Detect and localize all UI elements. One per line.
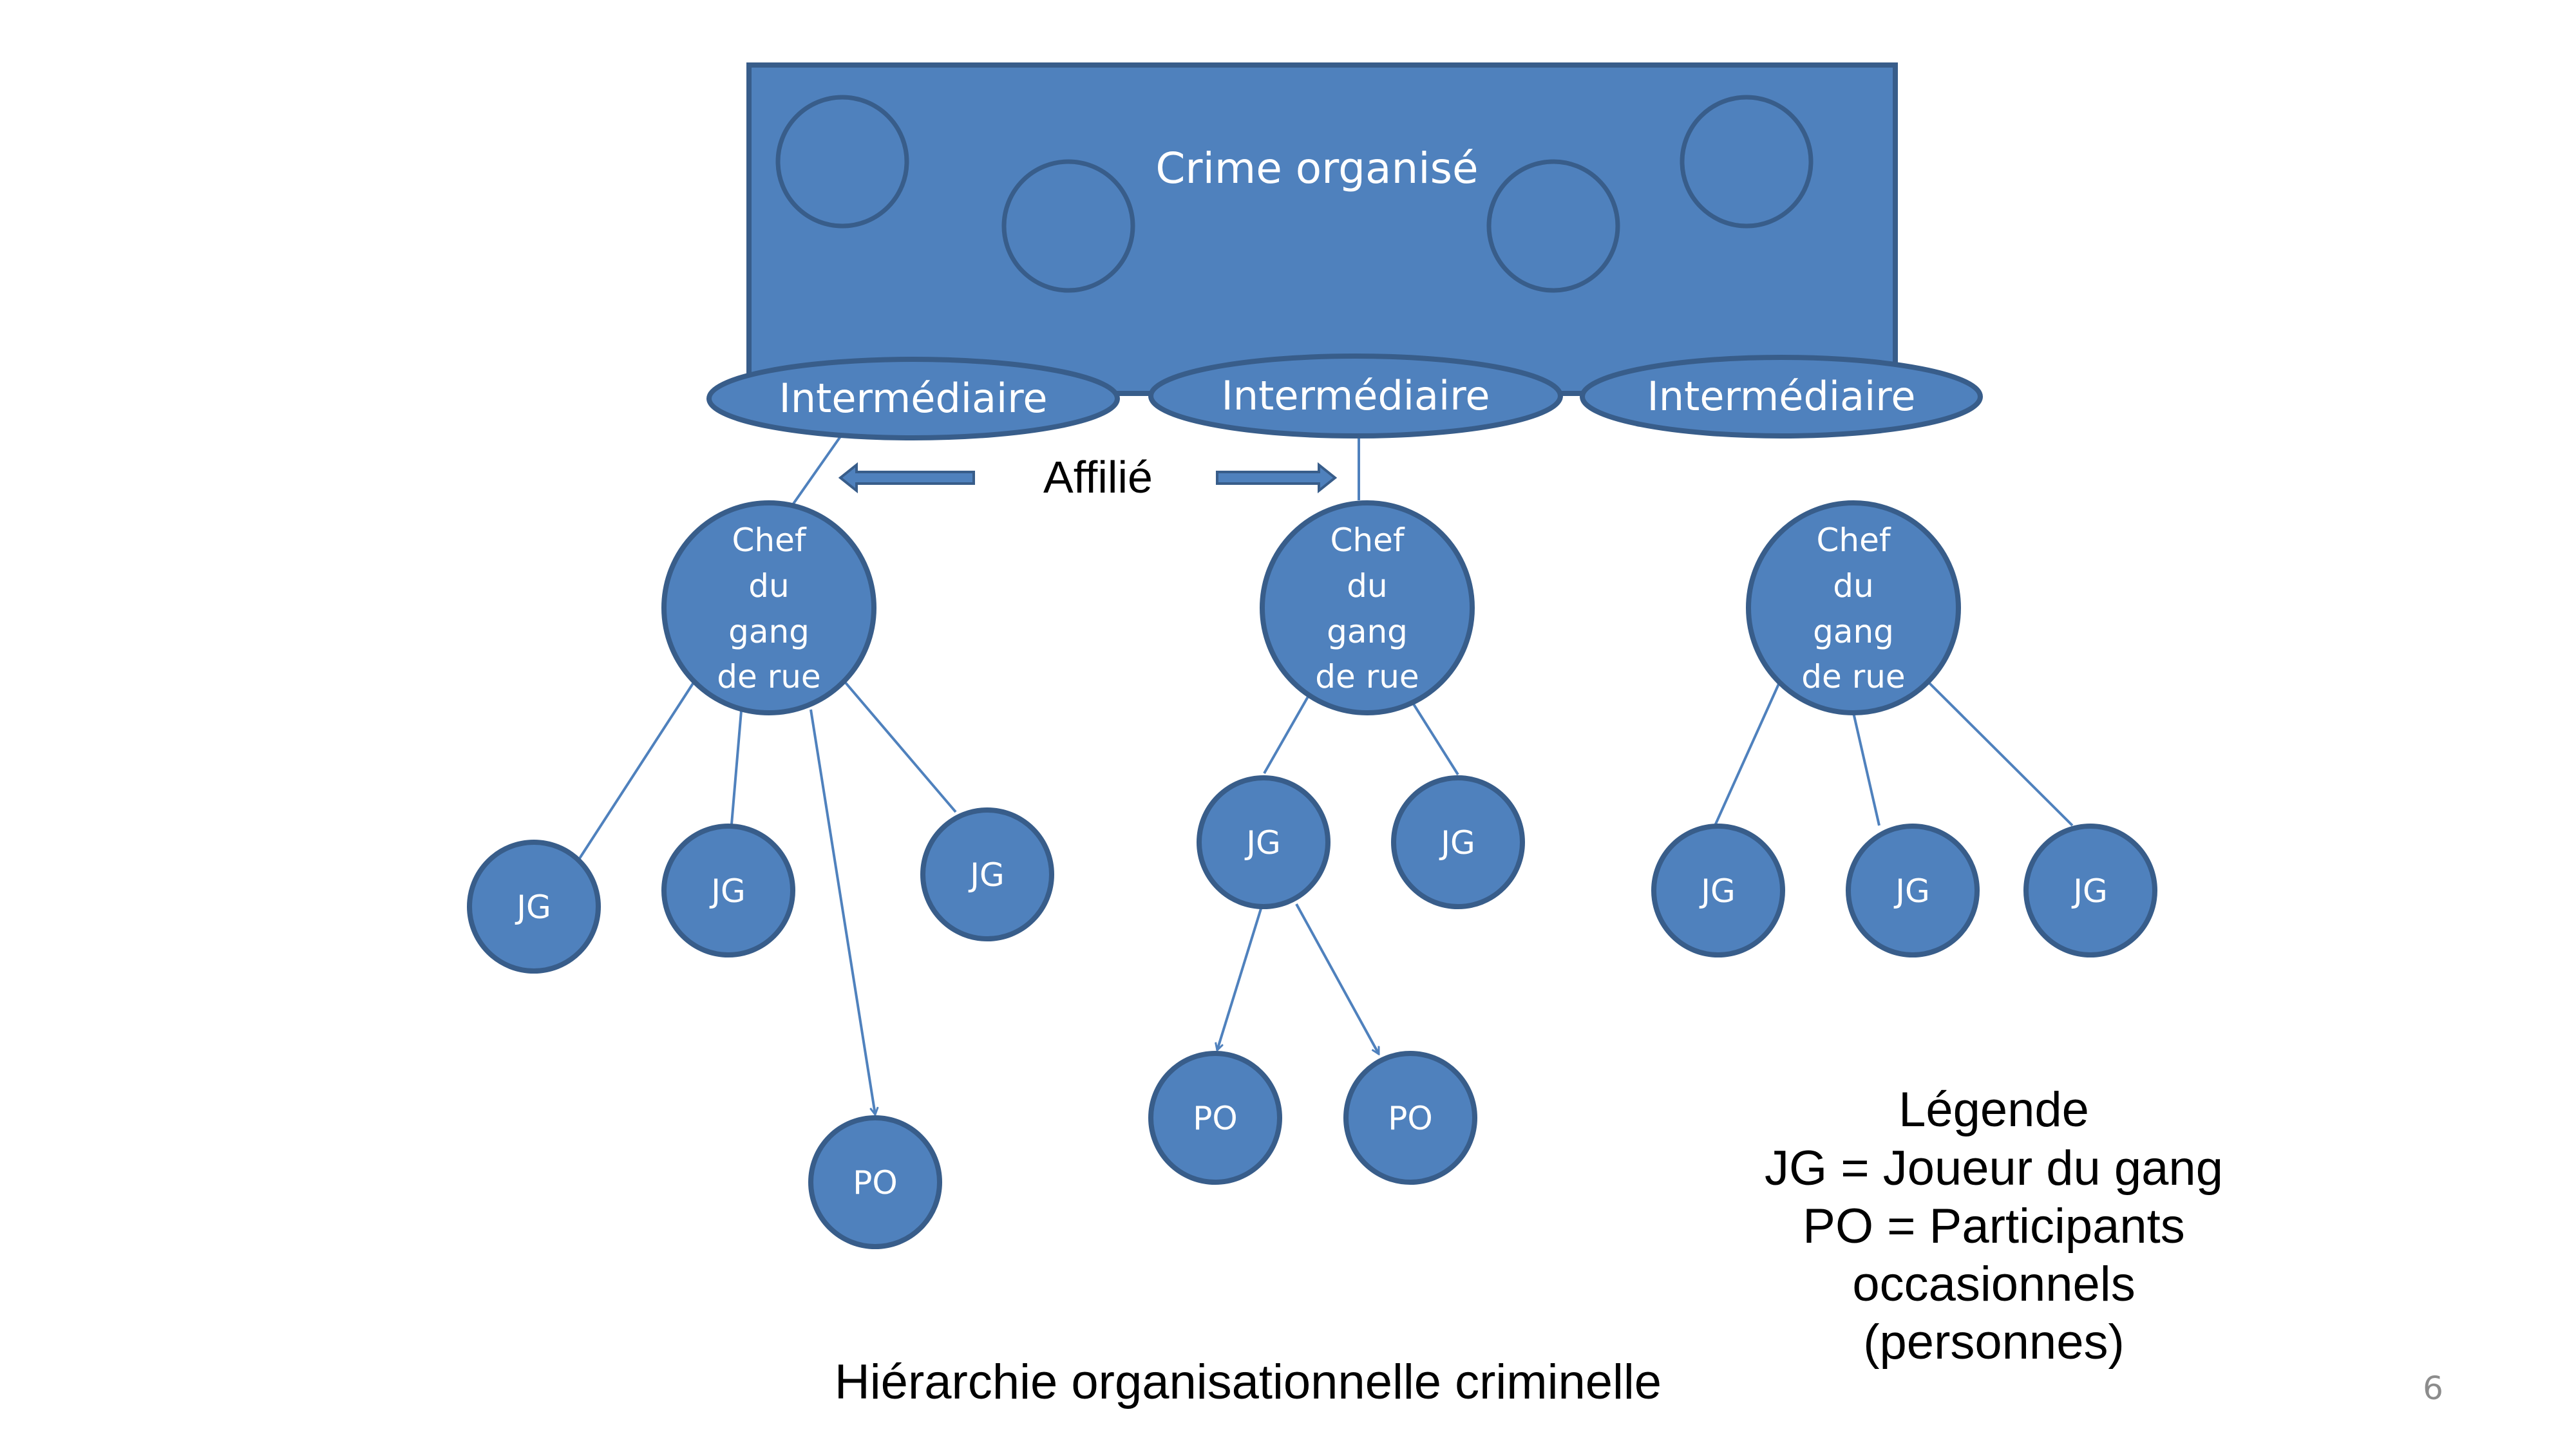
po-node: PO <box>1148 1051 1282 1185</box>
intermediary-1: Intermédiaire <box>706 357 1120 440</box>
jg-node: JG <box>1846 824 1980 957</box>
jg-label: JG <box>968 856 1005 894</box>
link-chief1-jg3 <box>843 680 957 813</box>
chief-label-line: de rue <box>1315 658 1419 695</box>
jg-label: JG <box>1699 872 1736 910</box>
legend-line: JG = Joueur du gang <box>1765 1141 2223 1196</box>
gang-chief-3: Chef du gang de rue <box>1746 500 1961 715</box>
chief-label-line: du <box>1347 567 1387 605</box>
po-node: PO <box>1343 1051 1477 1185</box>
jg-node: JG <box>661 824 795 957</box>
chief-label-line: du <box>1833 567 1873 605</box>
link-intermediary-chief-1 <box>791 435 842 507</box>
jg-node: JG <box>1651 824 1785 957</box>
link-chief3-jg2 <box>1852 712 1880 826</box>
jg-label: JG <box>1439 824 1475 862</box>
intermediary-2-label: Intermédiaire <box>1221 372 1490 419</box>
chief-label-line: de rue <box>1801 658 1905 695</box>
jg-node: JG <box>1197 775 1331 909</box>
legend-line: occasionnels <box>1852 1257 2135 1312</box>
chief-label-line: gang <box>1813 613 1894 650</box>
arrow-right-icon <box>1216 462 1338 494</box>
legend-line: PO = Participants <box>1803 1199 2185 1254</box>
po-node: PO <box>808 1115 942 1249</box>
link-jg-po2 <box>1295 903 1380 1054</box>
chief-label-line: Chef <box>1331 522 1405 559</box>
jg-node: JG <box>467 840 601 974</box>
affiliated-label: Affilié <box>1043 452 1153 502</box>
po-label: PO <box>853 1164 898 1202</box>
jg-label: JG <box>709 872 746 910</box>
po-label: PO <box>1193 1100 1238 1137</box>
chief-label-line: gang <box>1327 613 1408 650</box>
link-chief3-jg1 <box>1714 682 1781 826</box>
chief-label-line: Chef <box>732 522 807 559</box>
chief-label-line: du <box>748 567 789 605</box>
link-chief2-jg2 <box>1412 702 1459 776</box>
chief-label-line: Chef <box>1817 522 1891 559</box>
link-chief3-jg3 <box>1927 681 2074 827</box>
jg-node: JG <box>1391 775 1525 909</box>
jg-node: JG <box>2023 824 2157 957</box>
gang-chief-2: Chef du gang de rue <box>1260 500 1475 715</box>
member-circle <box>1680 95 1814 229</box>
intermediary-1-label: Intermédiaire <box>779 375 1047 422</box>
arrow-left-icon <box>838 462 975 494</box>
affiliated-arrows: Affilié <box>838 452 1338 502</box>
jg-label: JG <box>515 889 551 926</box>
jg-label: JG <box>1893 872 1930 910</box>
link-chief1-po <box>810 709 875 1115</box>
jg-node: JG <box>920 807 1054 941</box>
link-chief1-jg1 <box>578 681 695 860</box>
legend-line: (personnes) <box>1863 1315 2125 1370</box>
jg-label: JG <box>1244 824 1281 862</box>
organized-crime-box: Crime organisé <box>746 62 1898 396</box>
member-circle <box>775 95 909 229</box>
intermediary-3-label: Intermédiaire <box>1647 373 1915 420</box>
connector-lines <box>578 435 2074 1115</box>
link-jg-po1 <box>1217 906 1263 1050</box>
link-chief1-jg2 <box>730 710 743 825</box>
intermediary-3: Intermédiaire <box>1580 355 1983 438</box>
member-circle <box>1001 159 1135 293</box>
diagram-caption: Hiérarchie organisationnelle criminelle <box>835 1355 1662 1410</box>
legend-title: Légende <box>1899 1082 2089 1137</box>
link-chief2-jg1 <box>1263 696 1309 774</box>
intermediary-2: Intermédiaire <box>1148 354 1563 438</box>
jg-label: JG <box>2071 872 2108 910</box>
crime-box-label: Crime organisé <box>1155 144 1478 193</box>
chief-label-line: de rue <box>717 658 820 695</box>
po-label: PO <box>1388 1100 1433 1137</box>
legend: Légende JG = Joueur du gang PO = Partici… <box>1765 1082 2223 1370</box>
member-circle <box>1486 159 1620 293</box>
gang-chief-1: Chef du gang de rue <box>661 500 876 715</box>
chief-label-line: gang <box>728 613 810 650</box>
page-number: 6 <box>2423 1370 2443 1407</box>
